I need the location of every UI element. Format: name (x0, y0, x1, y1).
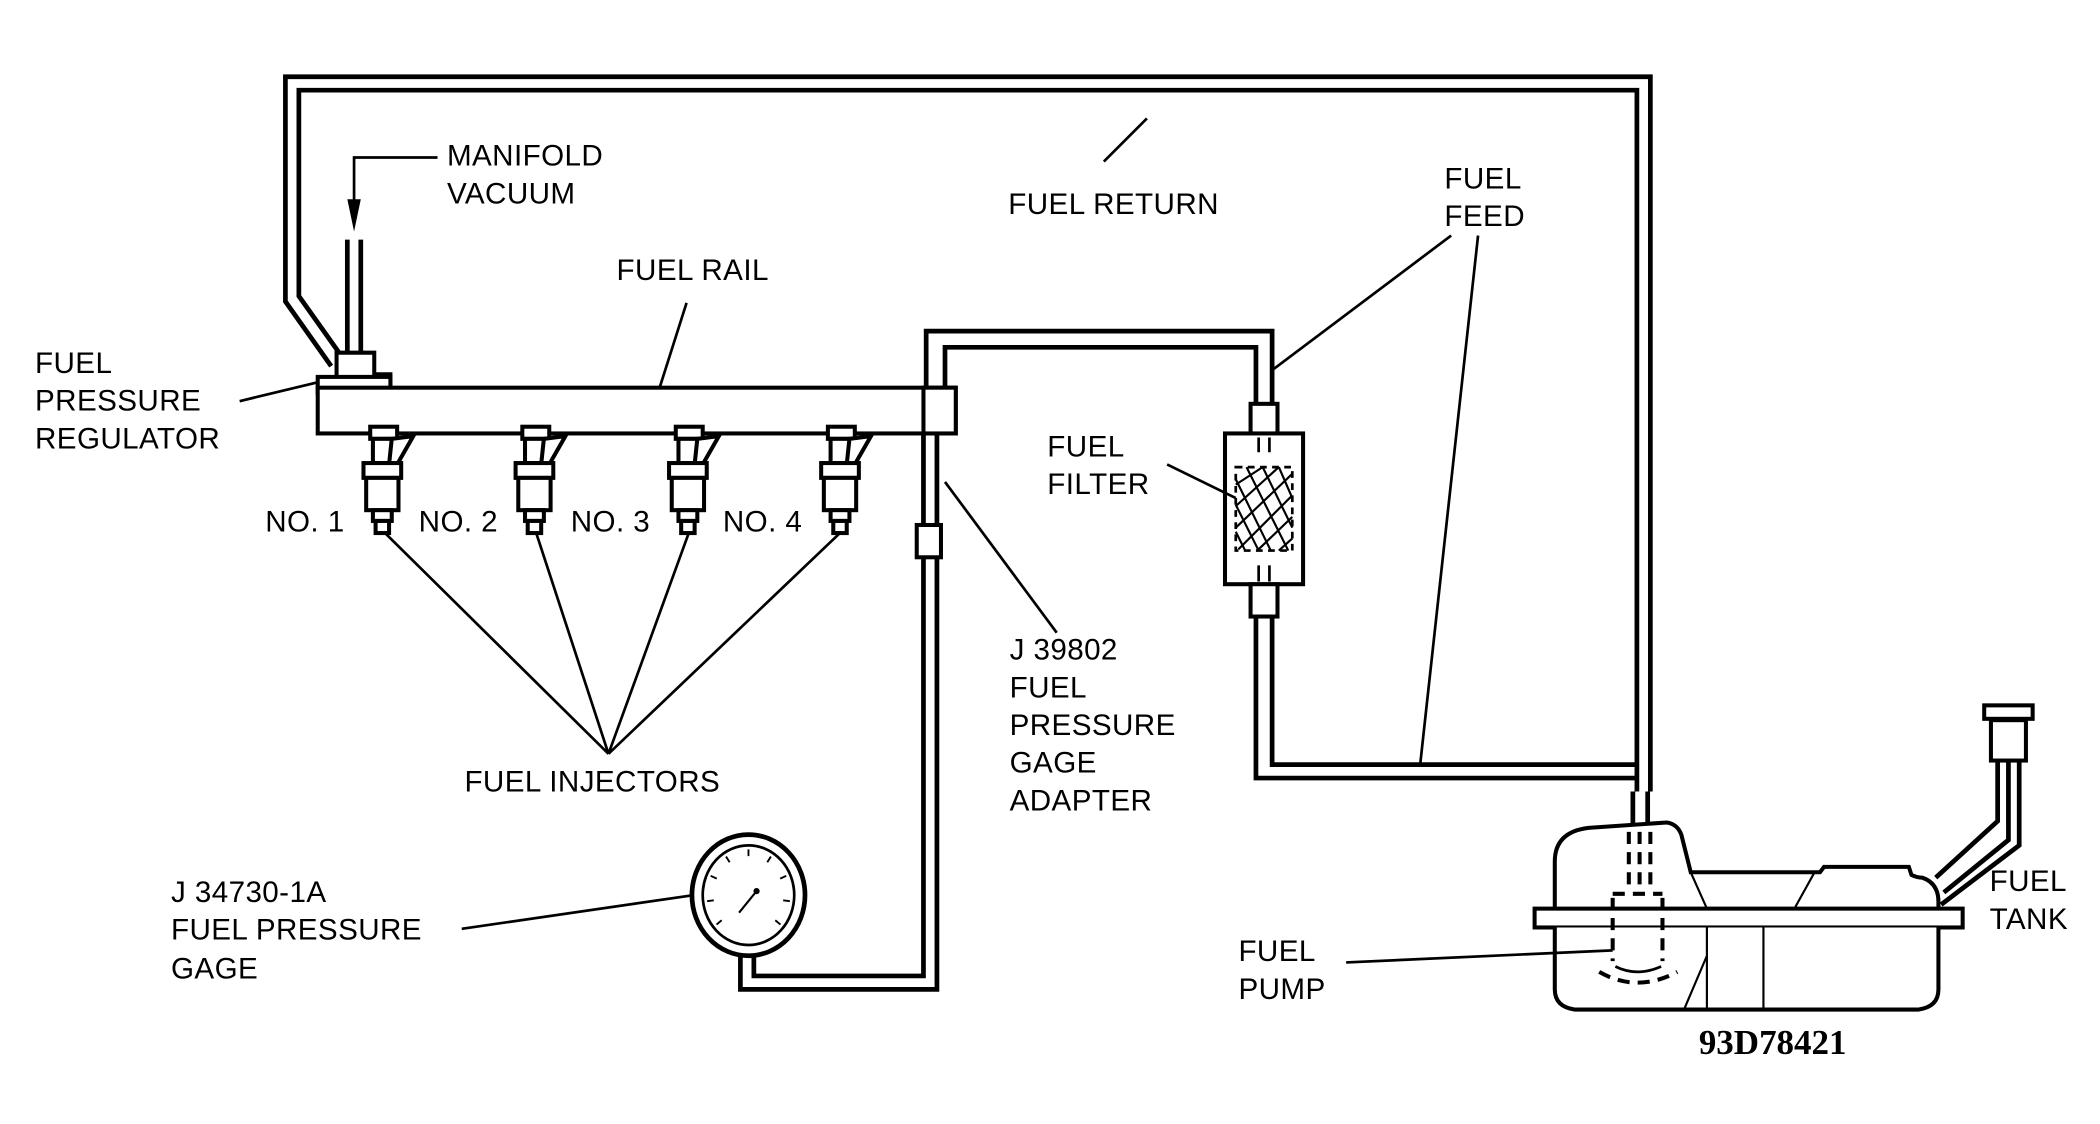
filter-mesh (1234, 466, 1294, 552)
label-injector-4: NO. 4 (723, 506, 802, 539)
fuel-rail (315, 385, 958, 436)
fuel-pump (1598, 891, 1679, 985)
gage-tick (706, 899, 714, 903)
leader-gage-adapter (943, 481, 1058, 634)
leader-fuel-pump (1346, 949, 1613, 964)
label-fuel-filter: FUEL FILTER (1047, 430, 1149, 501)
vacuum-arrow-icon (347, 199, 361, 232)
fuel-return-line (283, 74, 1653, 792)
label-fuel-feed: FUEL FEED (1444, 162, 1530, 233)
fuel-cap (1982, 703, 2035, 721)
labels: MANIFOLD VACUUM FUEL RETURN FUEL FEED FU… (35, 140, 2076, 1062)
gage-tick (766, 856, 772, 863)
fuel-injector-3 (667, 424, 723, 536)
tank-flange (1532, 906, 1965, 930)
gage-tick (774, 919, 782, 926)
fuel-injector-4 (819, 424, 875, 536)
label-injector-2: NO. 2 (419, 506, 498, 539)
figure-code: 93D78421 (1699, 1023, 1847, 1062)
filler-neck (1988, 718, 2028, 763)
leader-lines (239, 117, 1613, 964)
label-manifold-vacuum: MANIFOLD VACUUM (447, 140, 612, 211)
leader-fuel-return (1102, 117, 1148, 163)
label-fuel-pump: FUEL PUMP (1238, 935, 1325, 1006)
gage-tick (725, 856, 731, 863)
gage-tick (715, 919, 723, 926)
label-fuel-tank: FUEL TANK (1990, 865, 2076, 936)
fuel-pressure-gage (689, 832, 808, 959)
label-fuel-rail: FUEL RAIL (617, 254, 769, 287)
gage-tick (779, 874, 787, 880)
fuel-injectors (361, 424, 875, 536)
leader-fuel-feed-1 (1271, 234, 1452, 372)
leader-regulator (239, 380, 319, 403)
gage-tick (710, 874, 718, 880)
leader-injectors (382, 530, 843, 755)
label-injector-3: NO. 3 (571, 506, 650, 539)
label-pressure-gage: J 34730-1A FUEL PRESSURE GAGE (171, 876, 431, 986)
gage-tick (783, 899, 790, 903)
fuel-feed-line (923, 328, 1637, 781)
gage-adapter-hose (738, 433, 943, 992)
manifold-vacuum-line (344, 156, 438, 353)
gage-needle (738, 890, 758, 914)
hose-coupler (914, 522, 943, 560)
leader-gage (461, 893, 694, 931)
label-fuel-pressure-regulator: FUEL PRESSURE REGULATOR (35, 347, 220, 455)
leader-filter (1166, 463, 1237, 500)
label-injector-1: NO. 1 (265, 506, 344, 539)
leader-fuel-feed-2 (1418, 235, 1480, 765)
label-fuel-return: FUEL RETURN (1008, 188, 1219, 221)
fuel-filter (1222, 401, 1306, 619)
gage-adapter-fitting (921, 385, 958, 436)
label-fuel-injectors: FUEL INJECTORS (464, 766, 720, 799)
fuel-tank (1532, 703, 2035, 1012)
fuel-injector-2 (513, 424, 570, 536)
leader-fuel-rail (658, 302, 688, 389)
fuel-injector-1 (361, 424, 418, 536)
label-gage-adapter: J 39802 FUEL PRESSURE GAGE ADAPTER (1010, 634, 1185, 818)
